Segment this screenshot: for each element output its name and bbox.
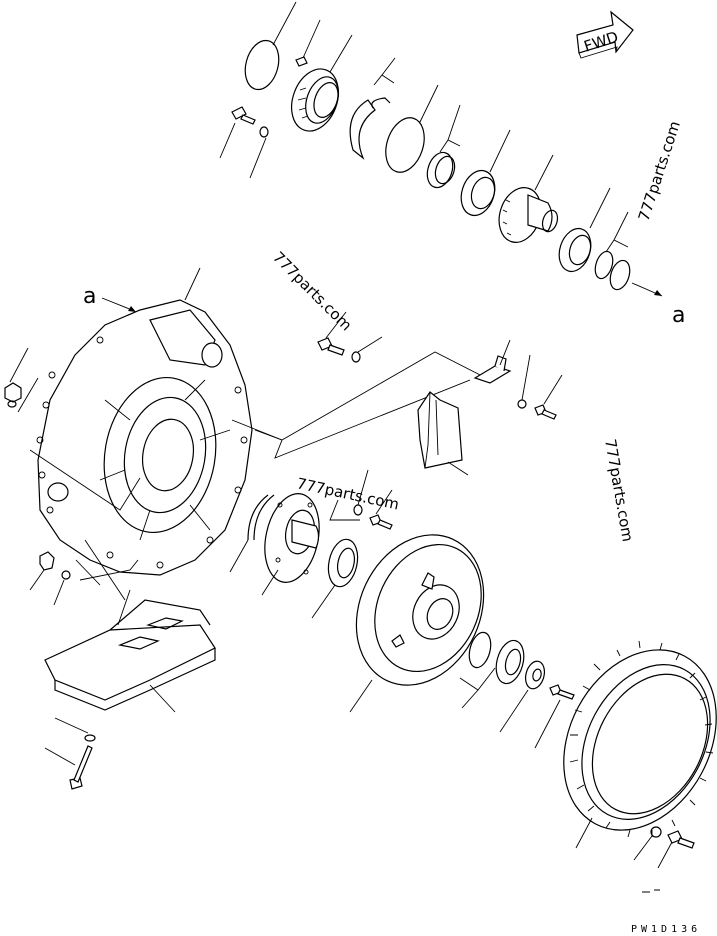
ref-label-a-right: a bbox=[672, 303, 685, 328]
ring-bolt-part bbox=[667, 830, 695, 849]
bracket-washer-part bbox=[84, 734, 96, 742]
housing-bore bbox=[201, 342, 223, 368]
coupling-hub-part bbox=[264, 493, 320, 583]
pilot-washer-part bbox=[524, 660, 546, 690]
drawing-code: PW1D136 bbox=[631, 924, 701, 935]
washer-part bbox=[259, 126, 269, 138]
plate-washer-part bbox=[517, 399, 527, 409]
bolt-part bbox=[231, 106, 256, 125]
hub-bolt-part bbox=[369, 514, 393, 530]
watermark-center: 777parts.com bbox=[269, 248, 355, 334]
hub-bearing-part bbox=[327, 538, 359, 588]
hub-washer-part bbox=[353, 504, 363, 516]
fwd-arrow-icon: FWD bbox=[576, 10, 634, 59]
gasket-part bbox=[61, 570, 71, 580]
o-ring-part bbox=[244, 39, 280, 91]
bearing-cup-part bbox=[426, 151, 456, 189]
ring-gear-part bbox=[563, 640, 717, 838]
upper-shaft-assembly: a bbox=[219, 1, 685, 328]
seal-housing-part bbox=[291, 68, 339, 132]
drain-plug-part bbox=[39, 551, 55, 571]
bearing-cup-part-2 bbox=[594, 250, 614, 280]
shim-part bbox=[349, 97, 391, 160]
bearing-part bbox=[460, 169, 496, 217]
spacer-part bbox=[609, 259, 631, 291]
flywheel-part bbox=[355, 534, 485, 686]
plate-bolt-part bbox=[534, 404, 557, 420]
ref-label-a-left: a bbox=[83, 284, 96, 309]
pilot-bolt-part bbox=[549, 684, 575, 700]
cover-plate-part bbox=[473, 355, 512, 384]
flywheel-housing-part bbox=[36, 299, 253, 576]
watermark-right: 777parts.com bbox=[601, 438, 637, 544]
mounting-bracket-part bbox=[44, 599, 216, 711]
housing-bolt-part bbox=[317, 337, 345, 356]
gear-part bbox=[498, 187, 559, 243]
pilot-bearing-part bbox=[468, 631, 525, 685]
bearing-part-2 bbox=[558, 227, 592, 273]
breather-part bbox=[4, 382, 22, 408]
housing-washer-part bbox=[351, 351, 361, 363]
snap-ring-part bbox=[385, 117, 425, 173]
plug-part bbox=[295, 56, 308, 67]
housing-boss bbox=[47, 482, 69, 502]
ring-washer-part bbox=[650, 826, 662, 838]
o-ring-part-2 bbox=[247, 494, 275, 541]
watermark-upper-right: 777parts.com bbox=[635, 119, 684, 223]
guard-plate-part bbox=[417, 391, 463, 469]
bracket-bolt-part bbox=[69, 745, 93, 790]
